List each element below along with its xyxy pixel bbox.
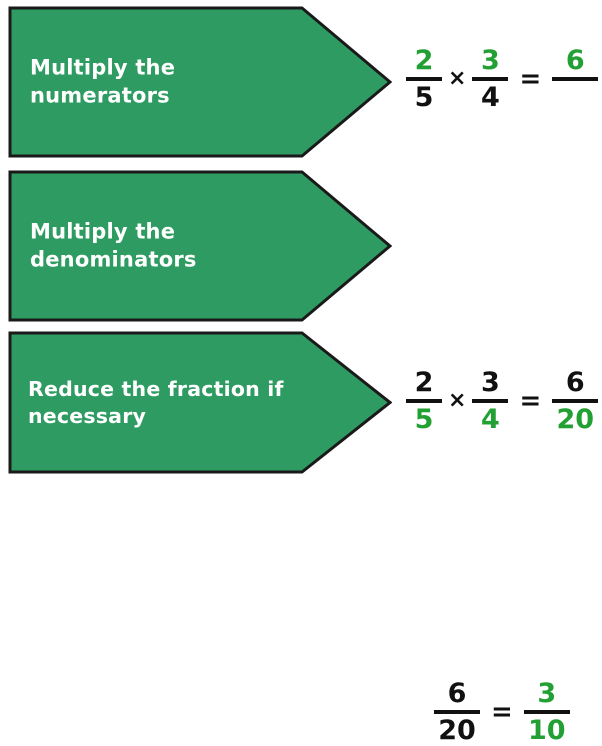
arrow-polygon-icon — [8, 331, 392, 474]
fraction-bar — [552, 77, 599, 81]
fraction-result-3: 3 10 — [523, 678, 570, 746]
arrow-shape-multiply-denominators: Multiply the denominators — [8, 170, 392, 322]
fraction-right-2: 3 4 — [472, 367, 509, 435]
equation-1: 2 5 × 3 4 = 6 — [404, 46, 600, 112]
fraction-bar — [472, 399, 509, 403]
fraction-left-2: 2 5 — [406, 368, 442, 434]
fraction-right-1: 3 4 — [472, 45, 509, 113]
fraction-bar — [472, 77, 509, 81]
equals-operator-3: = — [491, 697, 513, 727]
fraction-bar — [406, 77, 442, 81]
fraction-denominator: 4 — [481, 404, 500, 435]
fraction-numerator: 2 — [414, 45, 434, 76]
fraction-denominator: 20 — [438, 715, 476, 746]
fraction-numerator: 3 — [537, 678, 557, 709]
fraction-result-1: 6 — [552, 45, 599, 112]
fraction-numerator: 3 — [481, 367, 500, 398]
arrow-shape-multiply-numerators: Multiply the numerators — [8, 6, 392, 158]
fraction-numerator: 2 — [414, 367, 434, 398]
fraction-denominator: 5 — [414, 404, 434, 435]
equation-3: 6 20 = 3 10 — [432, 679, 572, 745]
fraction-numerator: 3 — [481, 45, 500, 76]
fraction-denominator: 10 — [528, 715, 566, 746]
fraction-left-3: 6 20 — [434, 679, 480, 745]
fraction-bar — [406, 399, 442, 403]
fraction-denominator: 4 — [481, 82, 500, 113]
step-row-2: Multiply the denominators 2 5 × 3 4 = 6 … — [0, 170, 602, 433]
fraction-numerator: 6 — [447, 678, 467, 709]
arrow-polygon-icon — [8, 170, 392, 322]
fraction-result-2: 6 20 — [552, 367, 599, 435]
equals-operator-2: = — [519, 386, 542, 416]
fraction-bar — [552, 399, 599, 403]
equation-2: 2 5 × 3 4 = 6 20 — [404, 368, 600, 434]
step-row-1: Multiply the numerators 2 5 × 3 4 = 6 — [0, 6, 602, 158]
fraction-denominator: 5 — [414, 82, 434, 113]
equals-operator-1: = — [519, 64, 542, 94]
fraction-bar — [434, 710, 480, 714]
step-row-3: Reduce the fraction if necessary 6 20 = … — [0, 331, 602, 744]
fraction-left-1: 2 5 — [406, 46, 442, 112]
fraction-denominator: 20 — [556, 404, 595, 435]
multiplication-operator-2: × — [448, 388, 467, 413]
arrow-shape-reduce-fraction: Reduce the fraction if necessary — [8, 331, 392, 474]
fraction-numerator: 6 — [565, 45, 585, 76]
fraction-numerator: 6 — [565, 367, 585, 398]
arrow-polygon-icon — [8, 6, 392, 158]
fraction-multiplication-diagram: Multiply the numerators 2 5 × 3 4 = 6 — [0, 6, 602, 744]
fraction-bar — [523, 710, 570, 714]
multiplication-operator-1: × — [448, 66, 467, 91]
